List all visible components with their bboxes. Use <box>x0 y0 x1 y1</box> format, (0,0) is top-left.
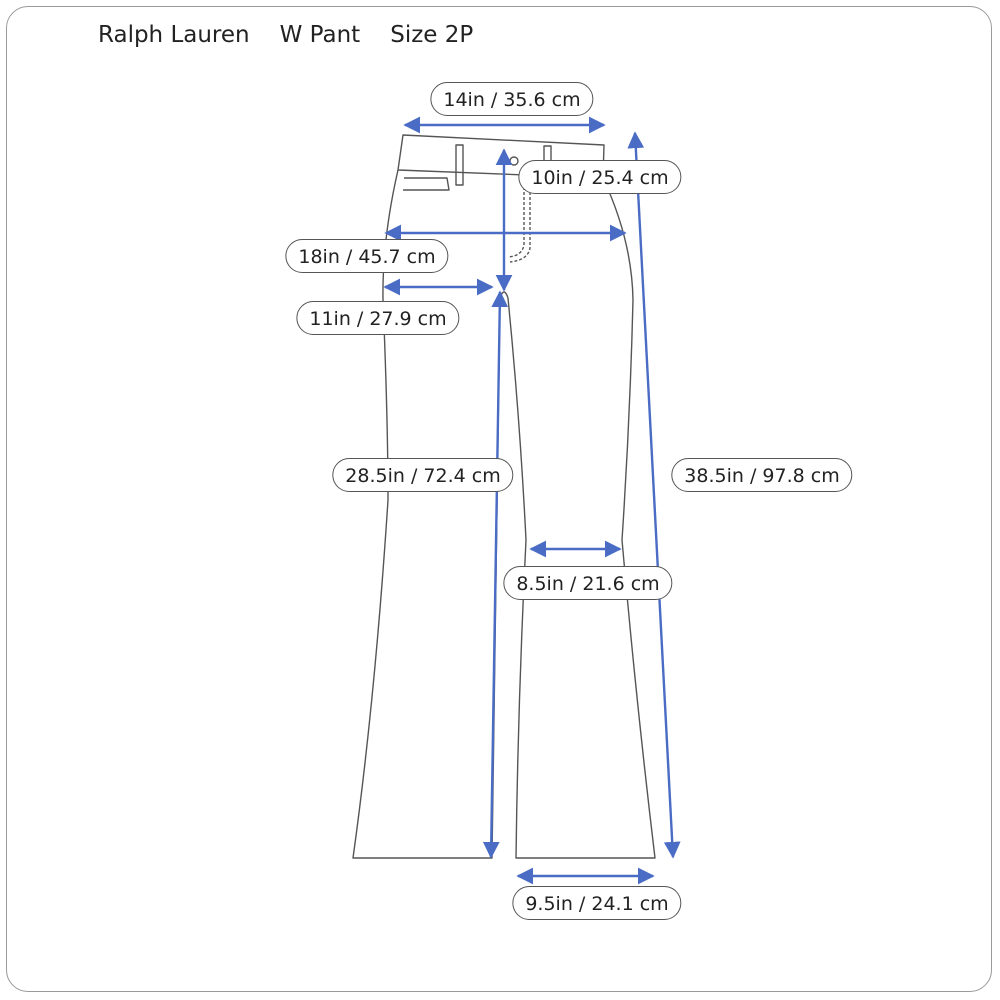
waist-label: 14in / 35.6 cm <box>430 82 594 116</box>
waist-button <box>509 156 519 166</box>
item-label: W Pant <box>279 22 361 48</box>
size-label: Size 2P <box>390 22 474 48</box>
crotch-curve <box>499 291 509 299</box>
hip-label: 18in / 45.7 cm <box>285 239 449 273</box>
inseam-label: 28.5in / 72.4 cm <box>332 458 514 492</box>
right-leg <box>507 177 656 859</box>
diagram-frame <box>6 6 992 992</box>
leg-opening-label: 9.5in / 24.1 cm <box>512 886 682 920</box>
brand-label: Ralph Lauren <box>98 22 250 48</box>
front-pocket <box>403 177 450 191</box>
fly-stitch <box>507 182 525 258</box>
outseam-label: 38.5in / 97.8 cm <box>671 458 853 492</box>
fly-stitch-2 <box>509 182 531 263</box>
front-rise-label: 10in / 25.4 cm <box>518 160 682 194</box>
measurement-arrows <box>383 116 681 885</box>
header: Ralph Lauren W Pant Size 2P <box>98 22 503 48</box>
knee-label: 8.5in / 21.6 cm <box>503 566 673 600</box>
belt-loop-left <box>455 144 464 186</box>
inseam-arrow <box>482 290 509 859</box>
outseam-arrow <box>627 131 681 859</box>
thigh-label: 11in / 27.9 cm <box>296 301 460 335</box>
